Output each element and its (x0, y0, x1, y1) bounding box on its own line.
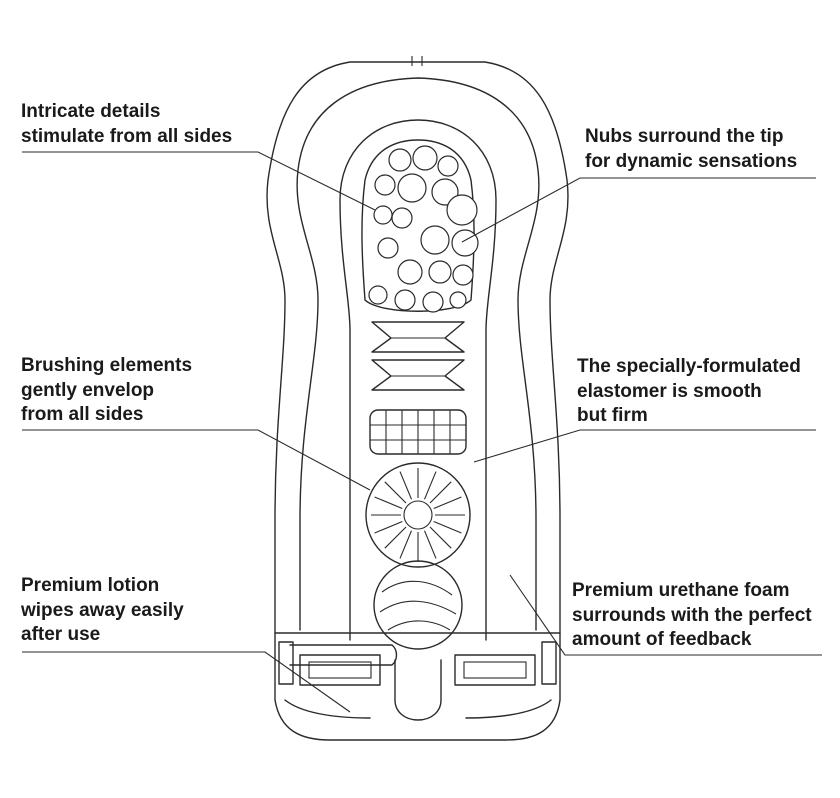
callout-line: Nubs surround the tip (585, 126, 784, 147)
callout-line: but firm (577, 405, 648, 426)
callout-line: after use (21, 624, 101, 645)
inner-sleeve-outline (339, 119, 497, 641)
brushing-spoke (399, 471, 413, 500)
callout-elastomer: The specially-formulated elastomer is sm… (577, 355, 801, 429)
lattice-band (369, 409, 467, 455)
callout-line: stimulate from all sides (21, 125, 233, 147)
callout-line: amount of feedback (572, 629, 752, 650)
leader-lotion (22, 651, 351, 713)
callout-urethane-foam: Premium urethane foam surrounds with the… (572, 579, 812, 653)
callout-premium-lotion: Premium lotion wipes away easily after u… (21, 574, 184, 648)
callout-line: Premium lotion (21, 575, 160, 596)
callout-line: The specially-formulated (577, 356, 801, 377)
leader-nubs (461, 177, 816, 243)
callout-line: Intricate details (21, 101, 161, 122)
base-cap (274, 632, 561, 741)
spiral-sphere (373, 560, 463, 650)
brushing-spoke (423, 471, 437, 500)
brushing-spoke (423, 530, 437, 559)
brushing-spoke (384, 481, 407, 504)
callout-line: for dynamic sensations (585, 150, 798, 172)
nub-pattern (368, 145, 479, 313)
brushing-spoke (374, 496, 403, 510)
brushing-spoke (433, 496, 462, 510)
brushing-spoke (433, 520, 462, 534)
brushing-spoke (429, 526, 452, 549)
leader-lines (22, 151, 822, 713)
leader-intricate (22, 151, 376, 211)
callout-line: gently envelop (21, 379, 155, 401)
callout-nubs: Nubs surround the tip for dynamic sensat… (585, 125, 797, 174)
callout-line: elastomer is smooth (577, 380, 762, 402)
leader-brushing (22, 429, 371, 491)
foam-layer-outline (296, 77, 540, 631)
leader-foam (509, 574, 822, 656)
callout-line: Premium urethane foam (572, 580, 790, 601)
callout-line: wipes away easily (21, 599, 184, 621)
callout-line: Brushing elements (21, 355, 193, 376)
brushing-spoke (384, 526, 407, 549)
brushing-spoke (374, 520, 403, 534)
brushing-spoke (399, 530, 413, 559)
leader-elastomer (473, 429, 816, 463)
brushing-spoke (429, 481, 452, 504)
ribbed-section (371, 321, 465, 391)
callout-intricate-details: Intricate details stimulate from all sid… (21, 100, 232, 149)
brushing-spokes (371, 468, 465, 562)
outer-shell-outline (266, 61, 569, 634)
callout-brushing-elements: Brushing elements gently envelop from al… (21, 354, 192, 428)
brushing-sphere (365, 462, 471, 568)
callout-line: surrounds with the perfect (572, 604, 812, 626)
callout-line: from all sides (21, 404, 144, 425)
